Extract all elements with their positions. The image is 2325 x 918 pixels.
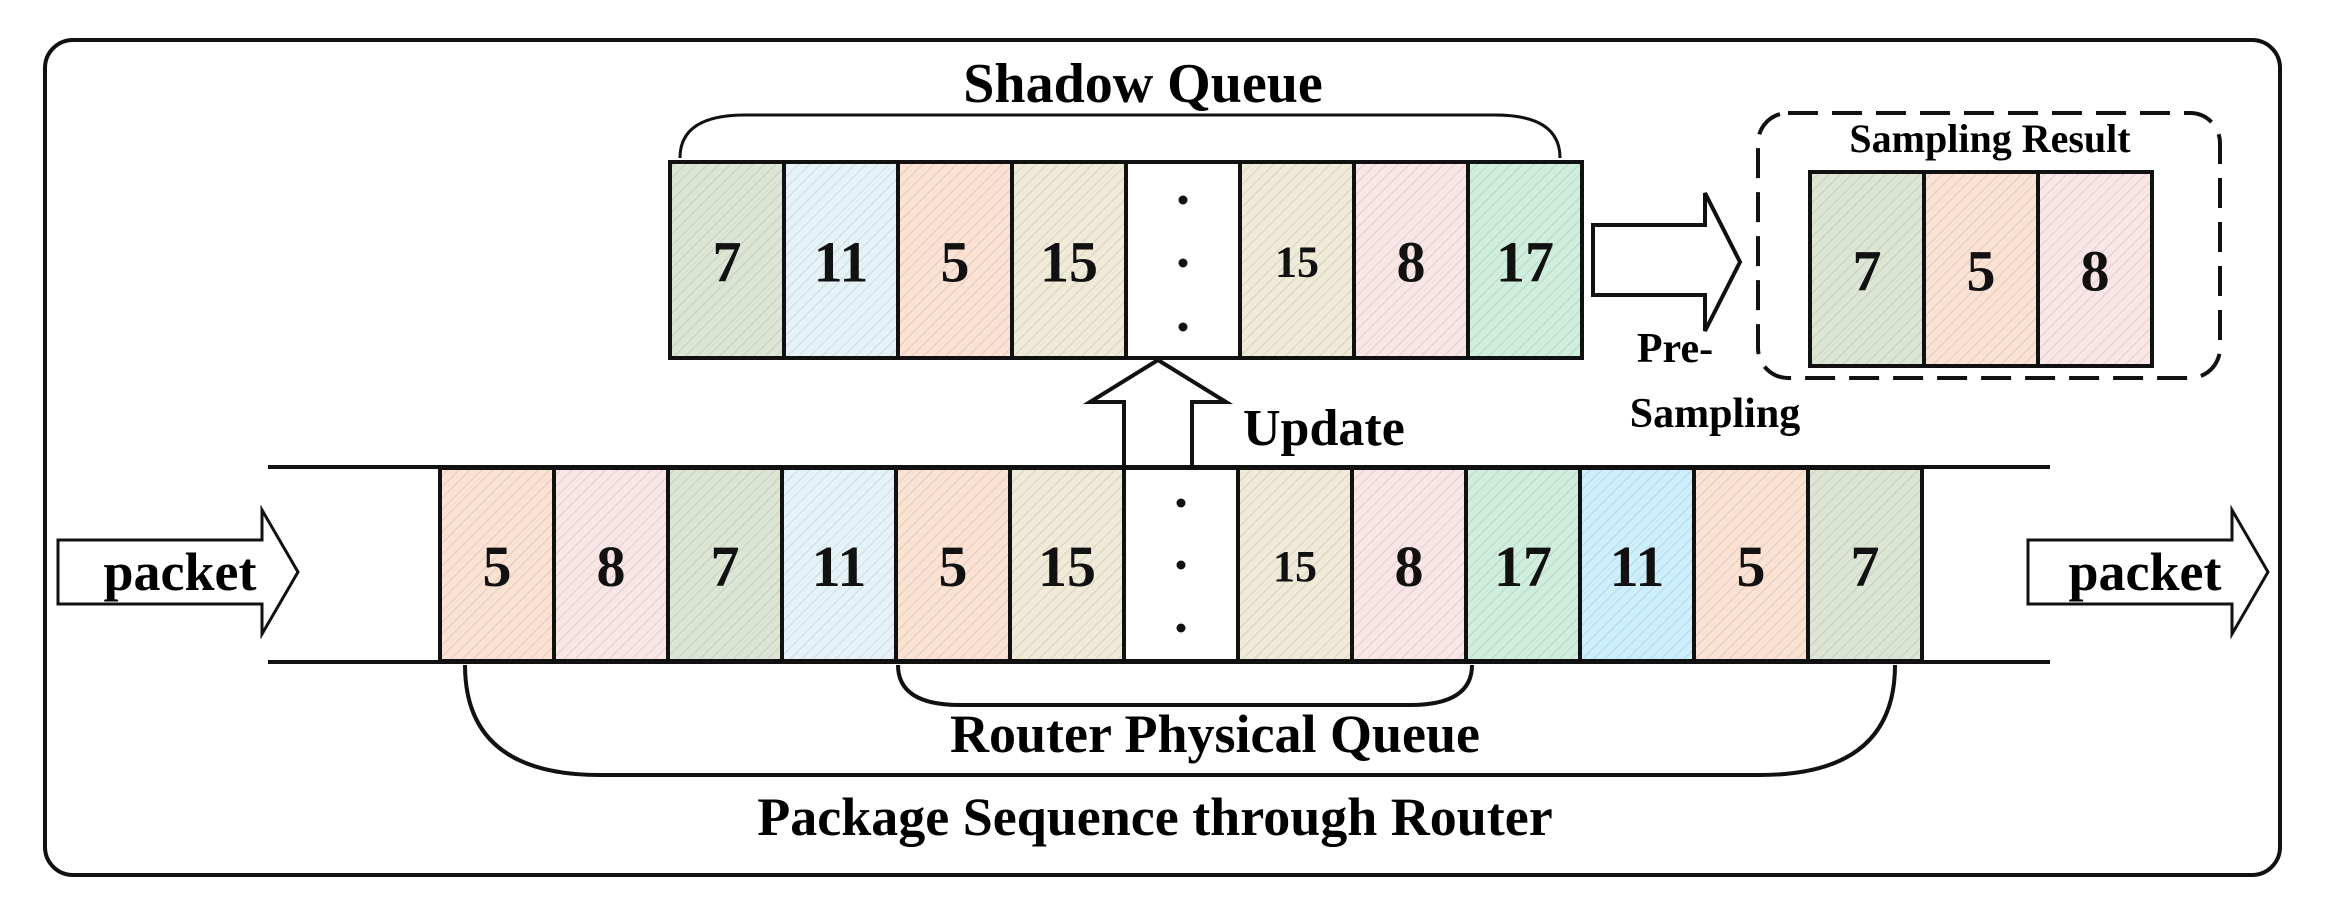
shadow-queue-title: Shadow Queue [963,53,1322,115]
shadow-queue-cell-hatch [1352,160,1470,360]
physical-queue-cell-value: 5 [483,534,512,599]
shadow-queue-cell-hatch [1238,160,1356,360]
shadow-queue-cell-value: 17 [1496,230,1554,295]
sampling-result-cell-value: 7 [1853,239,1882,304]
physical-queue-cell-value: 11 [812,534,867,599]
shadow-queue-cell-value: 15 [1275,238,1319,287]
physical-queue-cell-hatch [552,466,670,663]
pre-sampling-arrow [1591,192,1743,332]
physical-queue-cell-value: 15 [1038,534,1096,599]
physical-queue-cell-value: 7 [711,534,740,599]
physical-queue-cell-hatch [894,466,1012,663]
pre-sampling-label-line1: Pre- [1637,326,1713,372]
packet-out-arrow [2026,504,2270,640]
physical-queue-cell-value: 15 [1273,542,1317,591]
physical-queue-cell-value: 5 [1737,534,1766,599]
router-physical-queue-brace [896,664,1474,707]
update-arrow [1082,357,1234,468]
shadow-queue-cell-value: 5 [941,230,970,295]
physical-queue-cell-value: 8 [1395,534,1424,599]
pre-sampling-label-line2: Sampling [1630,391,1800,437]
shadow-queue-cell-value: 11 [814,230,869,295]
physical-queue-cell-value: 7 [1851,534,1880,599]
shadow-queue-cell-hatch [782,160,900,360]
shadow-queue-cells: 7 11 5 15 15 8 17 [668,160,1584,360]
update-label: Update [1243,400,1405,457]
shadow-queue-cell-hatch [896,160,1014,360]
physical-queue-cell-hatch [1464,466,1582,663]
shadow-queue-cell-value: 7 [713,230,742,295]
sampling-result-title: Sampling Result [1849,116,2131,161]
ellipsis-dot [1178,322,1188,332]
outer-frame [43,38,2282,877]
physical-queue-cell-hatch [1692,466,1810,663]
shadow-queue-cell-hatch [1010,160,1128,360]
packet-in-arrow [56,504,300,640]
sampling-result-cell-value: 8 [2081,239,2110,304]
physical-queue-cell-hatch [666,466,784,663]
physical-queue-cell-value: 5 [939,534,968,599]
packet-out-label: packet [2069,542,2222,602]
shadow-queue-brace [678,113,1562,159]
ellipsis-dot [1178,258,1188,268]
packet-in-label: packet [104,542,257,602]
package-sequence-brace [463,664,1897,777]
shadow-queue-cell-hatch [668,160,786,360]
physical-queue-cells: 5 8 7 11 5 15 15 8 17 11 5 7 [438,466,1924,663]
sampling-result-cells: 7 5 8 [1808,170,2154,368]
sampling-result-cell-hatch [1808,170,1926,368]
physical-queue-cell-value: 8 [597,534,626,599]
sampling-result-box [1756,111,2222,380]
shadow-queue-cell-value: 8 [1397,230,1426,295]
ellipsis-dot [1176,560,1186,570]
router-physical-queue-label: Router Physical Queue [950,704,1480,764]
ellipsis-dot [1176,623,1186,633]
physical-queue-cell-hatch [438,466,556,663]
physical-queue-cell-value: 17 [1494,534,1552,599]
physical-queue-cell-hatch [1806,466,1924,663]
sampling-result-cell-hatch [2036,170,2154,368]
shadow-queue-cell-value: 15 [1040,230,1098,295]
ellipsis-dot [1178,195,1188,205]
shadow-queue-cell-hatch [1466,160,1584,360]
package-sequence-label: Package Sequence through Router [757,787,1552,847]
sampling-result-cell-value: 5 [1967,239,1996,304]
physical-queue-cell-value: 11 [1610,534,1665,599]
physical-queue-cell-hatch [1008,466,1126,663]
ellipsis-dot [1176,498,1186,508]
